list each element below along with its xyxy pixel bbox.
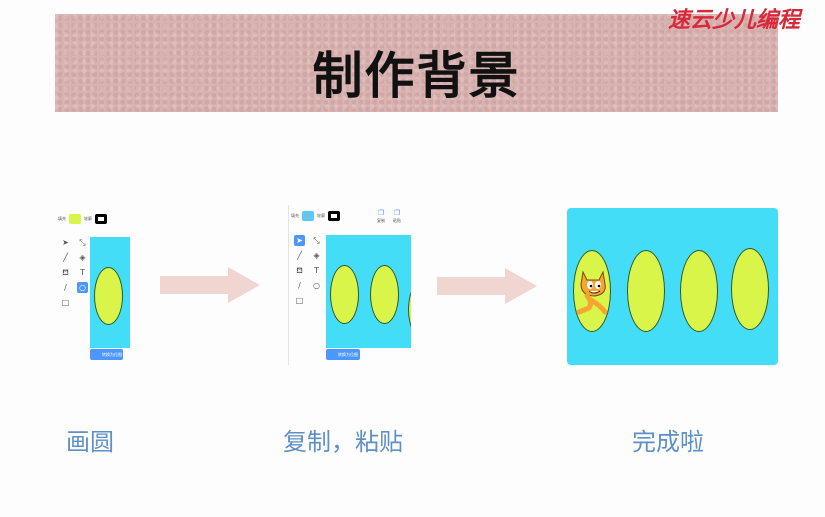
editor-toolbar: 填充 轮廓 (291, 211, 340, 221)
convert-bitmap-button[interactable]: 转换为位图 (90, 349, 123, 360)
circle-icon[interactable]: ○ (313, 281, 320, 290)
select-icon[interactable]: ➤ (62, 238, 69, 247)
ellipse-shape[interactable] (330, 265, 359, 324)
step-3-label: 完成啦 (632, 428, 704, 456)
line-icon[interactable]: / (298, 281, 301, 290)
brand-logo: 速云少儿编程 (668, 7, 801, 33)
fill-icon[interactable]: ⛾ (296, 266, 303, 275)
select-icon[interactable]: ➤ (294, 235, 305, 246)
copy-icon: ❐ (377, 209, 385, 217)
paste-icon: ❐ (393, 209, 401, 217)
step-2-editor: 填充 轮廓 ❐复制 ❐粘贴 ➤ ⤡ ╱ ◈ ⛾ T / ○ □ 转换为位图 (288, 205, 414, 365)
reshape-icon[interactable]: ⤡ (313, 236, 320, 245)
rectangle-icon[interactable]: □ (295, 296, 304, 305)
fill-label: 填充 (291, 213, 299, 218)
title-banner: 制作背景 (55, 14, 778, 112)
paste-label: 粘贴 (393, 218, 401, 223)
paste-button[interactable]: ❐粘贴 (393, 209, 401, 224)
ellipse-shape[interactable] (94, 267, 123, 325)
slide-title: 制作背景 (312, 46, 521, 105)
ellipse-shape[interactable] (370, 265, 399, 324)
arrow-right-icon (160, 267, 260, 303)
fill-icon[interactable]: ⛾ (62, 268, 69, 277)
fill-swatch[interactable] (69, 214, 81, 224)
ellipse-shape (627, 250, 665, 332)
eraser-icon[interactable]: ◈ (79, 253, 86, 262)
reshape-icon[interactable]: ⤡ (79, 238, 86, 247)
outline-label: 轮廓 (84, 216, 92, 221)
step-1-label: 画圆 (66, 428, 114, 456)
step-1-editor: 填充 轮廓 ➤ ⤡ ╱ ◈ ⛾ T / ○ □ 转换为位图 (56, 210, 136, 365)
tool-palette: ➤ ⤡ ╱ ◈ ⛾ T / ○ □ (294, 235, 324, 306)
arrow-right-icon (437, 268, 537, 304)
brush-icon[interactable]: ╱ (297, 251, 302, 260)
final-stage (567, 208, 778, 365)
outline-label: 轮廓 (317, 213, 325, 218)
paint-canvas[interactable] (90, 237, 130, 348)
line-icon[interactable]: / (64, 283, 67, 292)
editor-toolbar: 填充 轮廓 (58, 214, 107, 224)
convert-bitmap-button[interactable]: 转换为位图 (326, 349, 360, 360)
copy-label: 复制 (377, 218, 385, 223)
step-2-label: 复制，粘贴 (283, 428, 403, 456)
eraser-icon[interactable]: ◈ (313, 251, 320, 260)
text-icon[interactable]: T (80, 268, 85, 277)
brush-icon[interactable]: ╱ (63, 253, 68, 262)
fill-swatch[interactable] (302, 211, 314, 221)
copy-button[interactable]: ❐复制 (377, 209, 385, 224)
tool-palette: ➤ ⤡ ╱ ◈ ⛾ T / ○ □ (60, 237, 90, 308)
paint-canvas[interactable] (326, 235, 411, 348)
ellipse-shape (680, 250, 718, 332)
ellipse-shape (731, 248, 769, 330)
outline-swatch[interactable] (95, 214, 107, 224)
ellipse-shape[interactable] (408, 280, 411, 339)
fill-label: 填充 (58, 216, 66, 221)
text-icon[interactable]: T (314, 266, 319, 275)
scratch-cat-icon (576, 270, 608, 315)
circle-icon[interactable]: ○ (77, 282, 88, 293)
outline-swatch[interactable] (328, 211, 340, 221)
rectangle-icon[interactable]: □ (61, 298, 70, 307)
